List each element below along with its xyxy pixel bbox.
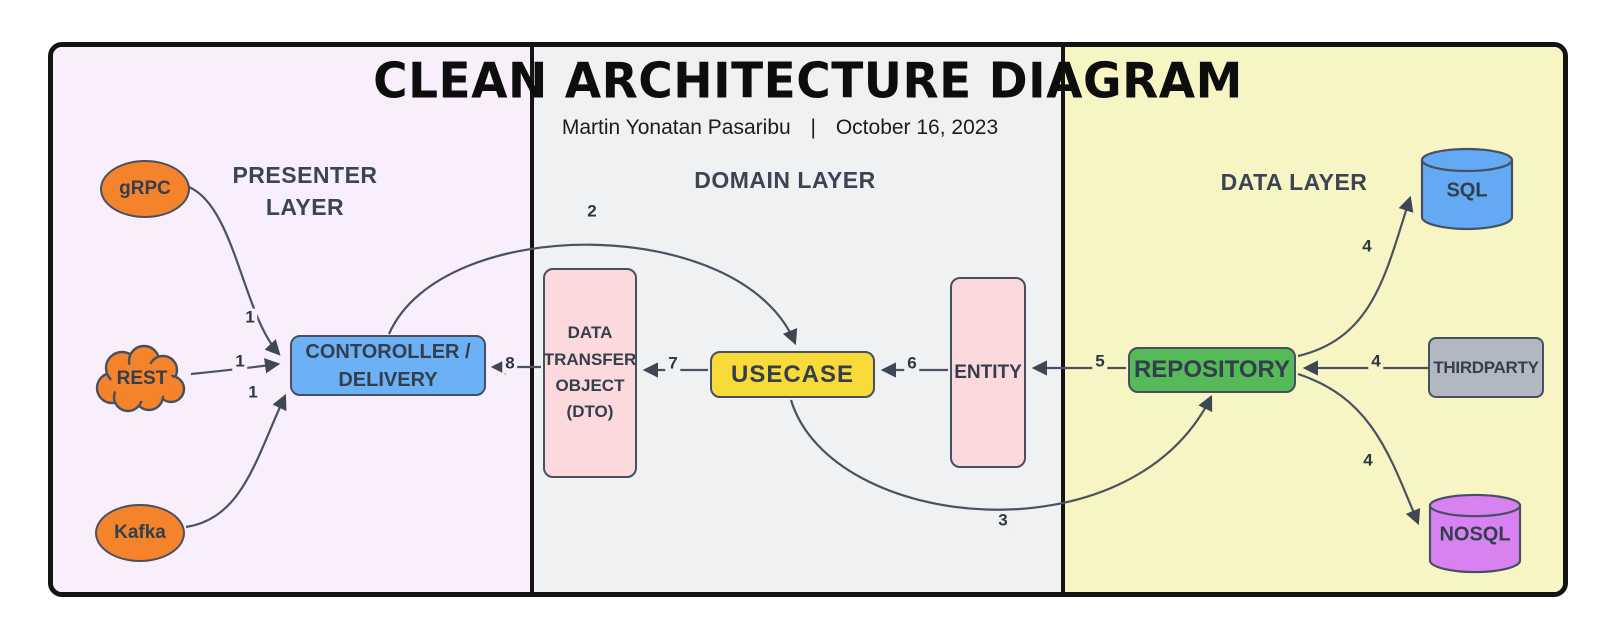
node-grpc-label: gRPC: [119, 178, 171, 199]
edge-label-8: 8: [502, 354, 518, 374]
node-thirdparty: THIRDPARTY: [1428, 337, 1544, 398]
edge-grpc-to-controller: [188, 185, 281, 356]
data-layer-title: DATA LAYER: [1220, 169, 1368, 195]
edge-label-1-rest: 1: [232, 352, 248, 372]
edge-label-4-sql: 4: [1359, 237, 1375, 257]
node-nosql-label: NOSQL: [1439, 523, 1511, 546]
node-thirdparty-label: THIRDPARTY: [1433, 357, 1539, 377]
edge-repository-to-sql: [1297, 195, 1414, 358]
edge-label-7: 7: [665, 354, 681, 374]
node-kafka-label: Kafka: [114, 522, 166, 543]
node-kafka: Kafka: [95, 504, 185, 562]
node-sql-label: SQL: [1446, 179, 1488, 202]
node-usecase-label: USECASE: [730, 360, 855, 388]
domain-layer-title: DOMAIN LAYER: [694, 167, 876, 193]
node-repository: REPOSITORY: [1128, 347, 1296, 393]
node-rest: REST: [92, 342, 192, 414]
node-repository-label: REPOSITORY: [1133, 356, 1291, 383]
edge-label-4-nosql: 4: [1360, 451, 1376, 471]
node-dto: DATA TRANSFER OBJECT (DTO): [543, 268, 637, 478]
byline-divider: |: [810, 116, 816, 139]
presenter-layer-panel: [53, 47, 530, 592]
edge-label-1-kafka: 1: [245, 383, 261, 403]
edge-repository-to-nosql: [1297, 372, 1421, 526]
edge-label-5: 5: [1092, 352, 1108, 372]
cloud-icon: [95, 344, 186, 413]
node-entity: ENTITY: [950, 277, 1026, 468]
page-title: CLEAN ARCHITECTURE DIAGRAM: [373, 52, 1243, 111]
edge-usecase-to-repository: [789, 394, 1213, 511]
node-grpc: gRPC: [100, 160, 190, 218]
edge-label-1-grpc: 1: [242, 308, 258, 328]
byline-author: Martin Yonatan Pasaribu: [561, 116, 791, 139]
node-usecase: USECASE: [710, 351, 875, 398]
node-controller-delivery-label: CONTOROLLER / DELIVERY: [305, 340, 471, 391]
diagram-frame: [48, 42, 1568, 597]
byline-date: October 16, 2023: [835, 116, 999, 139]
edge-label-6: 6: [904, 354, 920, 374]
edge-controller-to-usecase: [387, 243, 798, 346]
node-entity-label: ENTITY: [954, 361, 1022, 383]
database-cylinder-icon: [1420, 147, 1514, 231]
byline: Martin Yonatan Pasaribu | October 16, 20…: [20, 116, 1540, 140]
node-nosql: NOSQL: [1428, 493, 1522, 574]
edge-label-2: 2: [584, 202, 600, 222]
edge-label-4-thirdparty: 4: [1368, 352, 1384, 372]
node-dto-label: DATA TRANSFER OBJECT (DTO): [543, 323, 637, 422]
edge-kafka-to-controller: [185, 393, 287, 529]
node-sql: SQL: [1420, 147, 1514, 231]
node-rest-label: REST: [116, 368, 168, 389]
presenter-layer-title: PRESENTER LAYER: [232, 162, 378, 221]
database-cylinder-icon: [1428, 493, 1522, 574]
edge-label-3: 3: [995, 511, 1011, 531]
node-controller-delivery: CONTOROLLER / DELIVERY: [290, 335, 486, 396]
